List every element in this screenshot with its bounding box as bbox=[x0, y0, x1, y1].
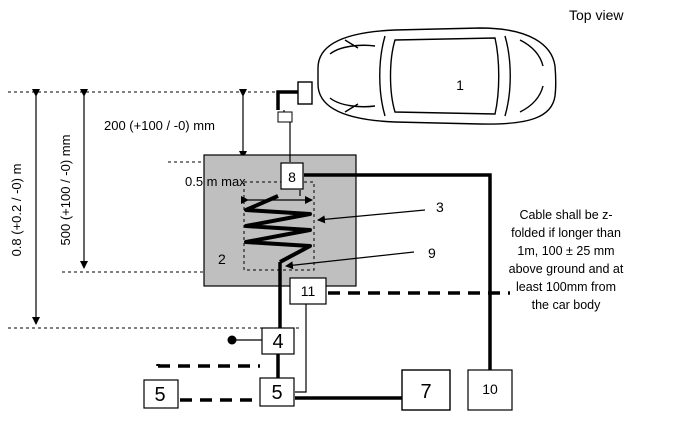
box-5-right-label: 5 bbox=[271, 382, 282, 404]
box-10 bbox=[467, 369, 513, 411]
box-5-right bbox=[259, 377, 295, 407]
gap-to-plate-label: 200 (+100 / -0) mm bbox=[104, 118, 215, 133]
view-title: Top view bbox=[569, 7, 624, 23]
note-line-1: Cable shall be z- bbox=[519, 208, 612, 222]
box-7-label: 7 bbox=[420, 381, 431, 403]
coil-end-label: 9 bbox=[428, 245, 436, 261]
box-11-label: 11 bbox=[301, 283, 316, 299]
main-cables bbox=[276, 90, 492, 400]
inlet-connector bbox=[277, 111, 293, 123]
box-8-label: 8 bbox=[288, 169, 296, 185]
car bbox=[317, 27, 557, 125]
box-8 bbox=[280, 162, 304, 190]
box-5-left bbox=[143, 379, 179, 409]
signal-lines bbox=[156, 291, 510, 402]
note-line-6: the car body bbox=[532, 298, 602, 312]
coil-width-label: 0.5 m max bbox=[185, 174, 246, 189]
car-label: 1 bbox=[456, 77, 464, 93]
overall-height-label: 0.8 (+0.2 / -0) m bbox=[9, 164, 24, 257]
dimension-lines bbox=[32, 89, 247, 325]
cable-note: Cable shall be z- folded if longer than … bbox=[509, 208, 624, 312]
box-11 bbox=[289, 277, 327, 305]
charging-inlet bbox=[297, 81, 313, 105]
cable-coil bbox=[244, 194, 312, 264]
note-line-2: folded if longer than bbox=[511, 226, 621, 240]
coil-leader bbox=[317, 209, 426, 224]
box-5-left-label: 5 bbox=[154, 384, 165, 406]
plate-height-label: 500 (+100 / -0) mm bbox=[58, 135, 73, 246]
box-4-label: 4 bbox=[272, 331, 283, 353]
box-7 bbox=[401, 369, 451, 411]
note-line-3: 1m, 100 ± 25 mm bbox=[517, 244, 614, 258]
coil-label: 3 bbox=[436, 199, 444, 215]
box-10-label: 10 bbox=[482, 381, 498, 397]
note-line-5: least 100mm from bbox=[516, 280, 616, 294]
coil-area-label: 2 bbox=[218, 251, 226, 267]
box-4 bbox=[261, 327, 295, 355]
note-line-4: above ground and at bbox=[509, 262, 624, 276]
coil-end-leader bbox=[285, 251, 415, 270]
